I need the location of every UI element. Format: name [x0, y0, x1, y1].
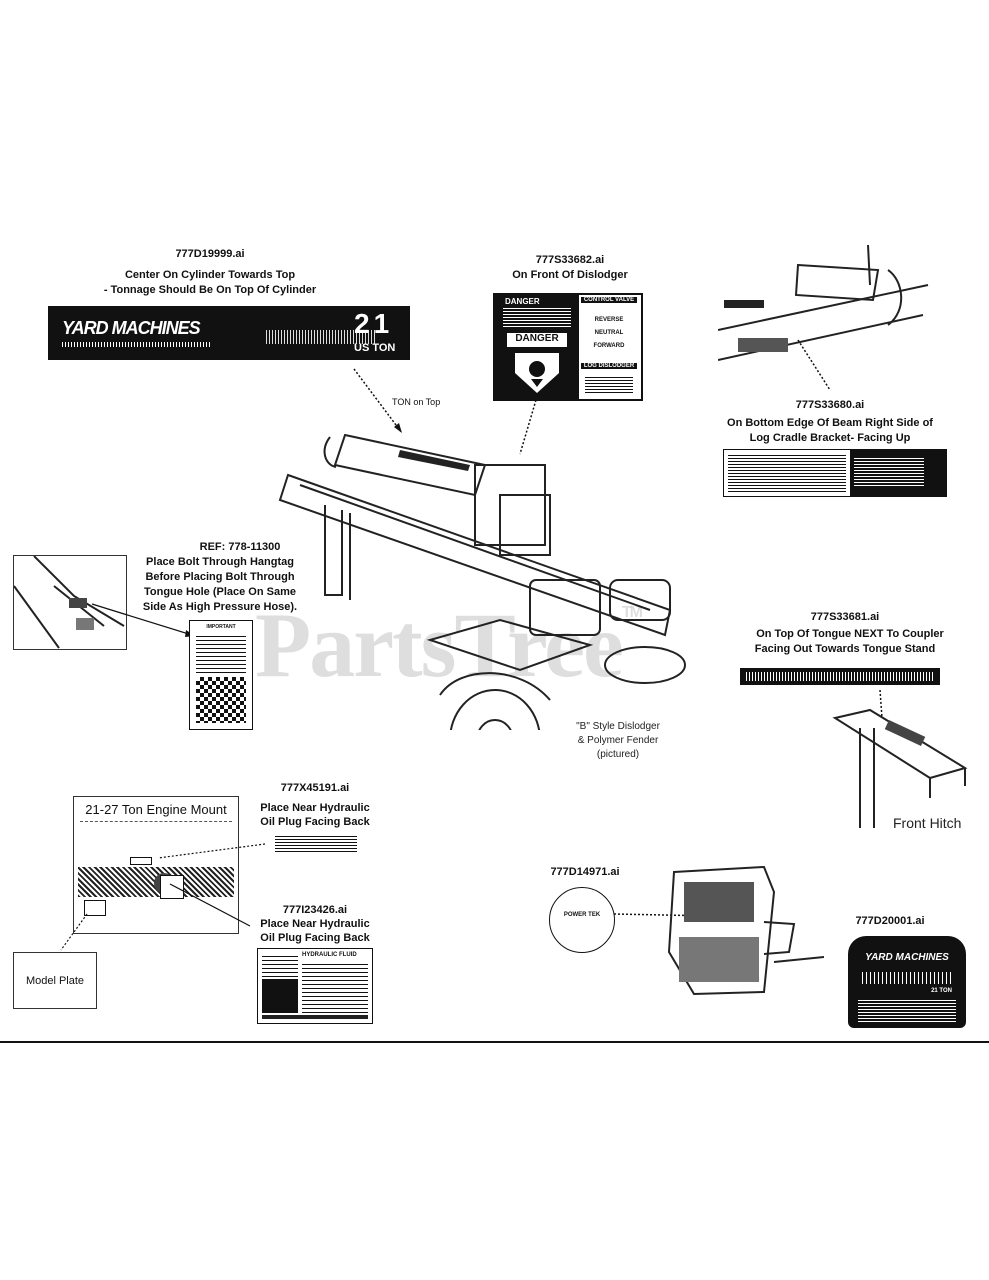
- log-splitter-drawing: [278, 433, 686, 730]
- decal-right-panel: [850, 450, 946, 496]
- decal-777s33681: [740, 668, 940, 685]
- decal-fine-print-2: [266, 330, 376, 344]
- caption-11300-line2: Before Placing Bolt Through: [145, 571, 295, 583]
- part-number-777s33681: 777S33681.ai: [810, 611, 880, 623]
- decal-fine-print: [62, 342, 212, 347]
- page-bottom-rule: [0, 1041, 989, 1043]
- hangtag-inset: [13, 555, 127, 650]
- hangtag-text: [196, 633, 246, 673]
- caption-777s33681-line1: On Top Of Tongue NEXT To Coupler: [756, 628, 944, 640]
- fluid-left-text: [262, 953, 298, 977]
- caption-777s33681-line2: Facing Out Towards Tongue Stand: [754, 643, 936, 655]
- neutral-label: NEUTRAL: [594, 330, 624, 336]
- decal-777s33681-text: [746, 672, 934, 681]
- fluid-bottom-strip: [262, 1015, 368, 1019]
- caption-777d19999-line2: - Tonnage Should Be On Top Of Cylinder: [103, 284, 317, 296]
- danger-header: DANGER: [505, 297, 540, 306]
- decal-777s33680: [723, 449, 947, 497]
- caption-11300-line4: Side As High Pressure Hose).: [142, 601, 298, 613]
- forward-label: FORWARD: [593, 343, 625, 349]
- part-number-777s33680: 777S33680.ai: [795, 399, 865, 411]
- fluid-black-panel: [262, 979, 298, 1013]
- part-number-777d20001: 777D20001.ai: [855, 915, 925, 927]
- model-plate-label: Model Plate: [25, 974, 85, 987]
- danger-text-lines: [503, 307, 571, 327]
- fender-note-line3: (pictured): [596, 749, 640, 760]
- danger-word: DANGER: [507, 333, 567, 347]
- decal-right-text: [854, 458, 924, 486]
- tonnage-unit: US TON: [354, 342, 396, 354]
- callout-leader-777d19999: [353, 368, 403, 434]
- hangtag-title: IMPORTANT: [206, 624, 236, 630]
- caption-777s33680-line2: Log Cradle Bracket- Facing Up: [749, 432, 911, 444]
- callout-leader-11300: [91, 603, 196, 637]
- inset-divider: [80, 821, 232, 822]
- model-plate-box: Model Plate: [13, 952, 97, 1009]
- engine-mount-leaders: [157, 843, 266, 927]
- tonnage-number: 21: [354, 308, 394, 339]
- engine-mount-title: 21-27 Ton Engine Mount: [85, 802, 227, 817]
- part-number-777s33682: 777S33682.ai: [535, 254, 605, 266]
- caption-777s33680-line1: On Bottom Edge Of Beam Right Side of: [727, 417, 933, 429]
- control-valve-title: CONTROL VALVE: [581, 297, 637, 303]
- fender-note-line1: "B" Style Dislodger: [576, 721, 660, 732]
- part-number-777i23426: 777I23426.ai: [282, 904, 348, 916]
- caption-11300-line1: Place Bolt Through Hangtag: [146, 556, 294, 568]
- yard-machines-logo: YARD MACHINES: [62, 318, 201, 338]
- fender-note-line2: & Polymer Fender: [577, 735, 659, 746]
- decal-777s33682: DANGER DANGER CONTROL VALVE REVERSE NEUT…: [493, 293, 643, 401]
- partstree-watermark: PartsTreeTM: [255, 594, 643, 696]
- part-number-777d19999: 777D19999.ai: [175, 248, 245, 260]
- danger-panel: DANGER DANGER: [495, 295, 579, 399]
- decal-left-text: [728, 454, 846, 492]
- part-number-778-11300: REF: 778-11300: [199, 541, 281, 553]
- decal-777d19999: YARD MACHINES 21 US TON: [48, 306, 410, 360]
- front-hitch-label: Front Hitch: [893, 815, 962, 831]
- reverse-label: REVERSE: [594, 317, 624, 323]
- decal-square-marker: [160, 875, 184, 899]
- caption-11300-line3: Tongue Hole (Place On Same: [144, 586, 296, 598]
- caption-777i23426-line2: Oil Plug Facing Back: [260, 932, 370, 944]
- caption-777x45191-line1: Place Near Hydraulic: [260, 802, 370, 814]
- caption-777x45191-line2: Oil Plug Facing Back: [260, 816, 370, 828]
- hangtag-image: [196, 677, 246, 723]
- d20001-model-text: [862, 972, 952, 984]
- d20001-ton: 21 TON: [931, 988, 952, 994]
- decal-777d14971: POWER TEK: [549, 887, 615, 953]
- hydraulic-fluid-title: HYDRAULIC FLUID: [302, 952, 357, 958]
- small-decal-marker: [130, 857, 152, 865]
- model-plate-leader: [60, 913, 88, 951]
- d20001-brand: YARD MACHINES: [865, 952, 949, 963]
- dislodger-text-lines: [585, 375, 633, 393]
- part-number-777x45191: 777X45191.ai: [280, 782, 350, 794]
- decal-777d20001: YARD MACHINES 21 TON: [848, 936, 966, 1028]
- hangtag-778-11300: IMPORTANT: [189, 620, 253, 730]
- callout-leader-777s33682: [519, 399, 537, 455]
- decal-777x45191: [275, 836, 357, 852]
- log-dislodger-title: LOG DISLODGER: [581, 363, 637, 369]
- front-hitch-drawing: [832, 689, 968, 828]
- part-number-777d14971: 777D14971.ai: [550, 866, 620, 878]
- model-plate-marker: [84, 900, 106, 916]
- d20001-fine-print: [858, 1000, 956, 1022]
- shield-warning-icon: [515, 353, 559, 393]
- power-tek-badge: POWER TEK: [563, 912, 601, 918]
- caption-777d19999-line1: Center On Cylinder Towards Top: [124, 269, 296, 281]
- engine-mount-inset: 21-27 Ton Engine Mount: [73, 796, 239, 934]
- decal-777i23426: HYDRAULIC FLUID: [257, 948, 373, 1024]
- caption-777i23426-line1: Place Near Hydraulic: [260, 918, 370, 930]
- ton-on-top-callout: TON on Top: [392, 397, 441, 407]
- caption-777s33682: On Front Of Dislodger: [512, 269, 628, 281]
- engine-block-drawing: [614, 865, 824, 996]
- fluid-right-text: [302, 961, 368, 1013]
- beam-inset-drawing: [718, 244, 929, 390]
- hangtag-inset-drawing: [13, 555, 125, 649]
